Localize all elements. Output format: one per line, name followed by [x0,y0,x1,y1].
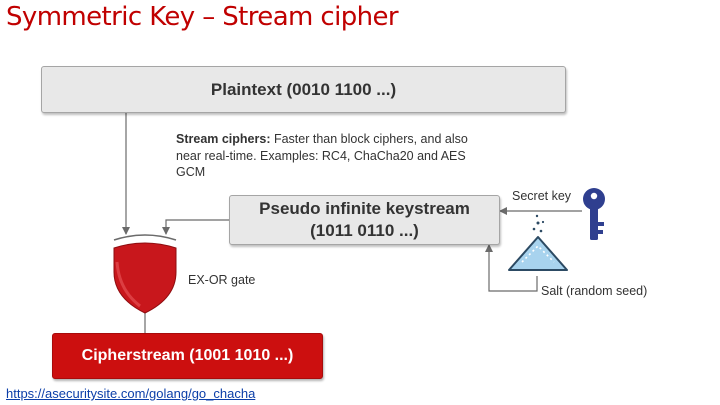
keystream-to-gate-arrow [162,219,229,235]
key-icon [583,188,605,240]
plaintext-box: Plaintext (0010 1100 ...) [41,66,566,113]
keystream-box: Pseudo infinite keystream (1011 0110 ...… [229,195,500,245]
salt-to-keystream-arrow [485,244,538,292]
keystream-label-line2: (1011 0110 ...) [310,221,419,240]
slide-title: Symmetric Key – Stream cipher [6,2,399,32]
secret-key-label: Secret key [512,189,572,203]
source-link[interactable]: https://asecuritysite.com/golang/go_chac… [6,386,256,401]
salt-pile-icon [508,214,568,271]
xor-gate-icon [113,234,177,314]
stream-cipher-note: Stream ciphers: Faster than block cipher… [176,131,481,181]
cipherstream-box: Cipherstream (1001 1010 ...) [52,333,323,379]
cipherstream-label: Cipherstream (1001 1010 ...) [81,347,294,364]
note-text: Faster than block ciphers, and also near… [176,132,468,179]
salt-label: Salt (random seed) [541,284,648,298]
plaintext-label: Plaintext (0010 1100 ...) [210,79,397,99]
keystream-label-line1: Pseudo infinite keystream [259,199,470,218]
note-heading: Stream ciphers: [176,132,271,146]
xor-gate-label: EX-OR gate [188,273,256,287]
